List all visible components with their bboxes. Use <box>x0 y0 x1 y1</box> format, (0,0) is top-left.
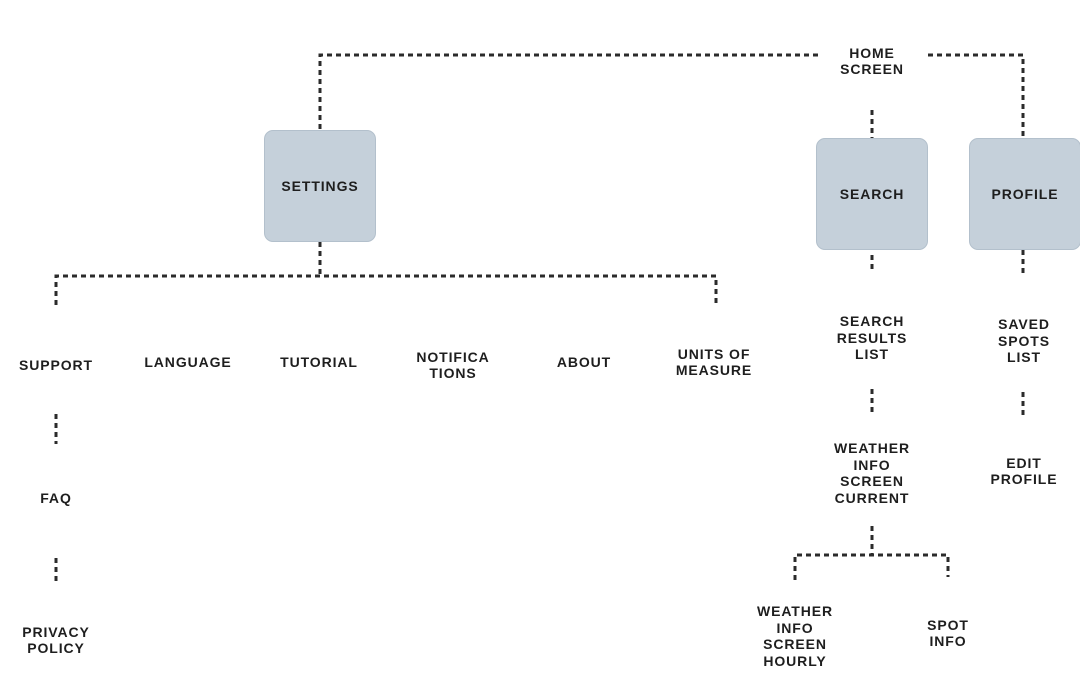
connector-weather-bus <box>793 553 950 580</box>
node-language: LANGUAGE <box>144 353 232 370</box>
connector-home-profile <box>928 53 1025 138</box>
node-spot-info: SPOT INFO <box>927 616 969 650</box>
node-saved-spots-list: SAVED SPOTS LIST <box>998 316 1050 366</box>
node-weather-info-current: WEATHER INFO SCREEN CURRENT <box>833 440 911 506</box>
node-home-screen: HOME SCREEN <box>840 44 904 78</box>
node-units-of-measure: UNITS OF MEASURE <box>675 345 753 379</box>
node-settings: SETTINGS <box>264 130 376 242</box>
node-search-results-list: SEARCH RESULTS LIST <box>836 313 908 363</box>
node-edit-profile: EDIT PROFILE <box>990 454 1058 488</box>
node-notifications: NOTIFICA TIONS <box>416 348 490 382</box>
connector-home-settings <box>318 53 818 130</box>
connector-settings-bus <box>54 274 718 305</box>
node-privacy-policy: PRIVACY POLICY <box>22 623 90 657</box>
node-tutorial: TUTORIAL <box>280 353 358 370</box>
node-weather-info-hourly: WEATHER INFO SCREEN HOURLY <box>756 603 834 669</box>
node-faq: FAQ <box>40 489 72 506</box>
node-search: SEARCH <box>816 138 928 250</box>
node-about: ABOUT <box>556 353 612 370</box>
node-support: SUPPORT <box>19 356 93 373</box>
node-profile: PROFILE <box>969 138 1080 250</box>
